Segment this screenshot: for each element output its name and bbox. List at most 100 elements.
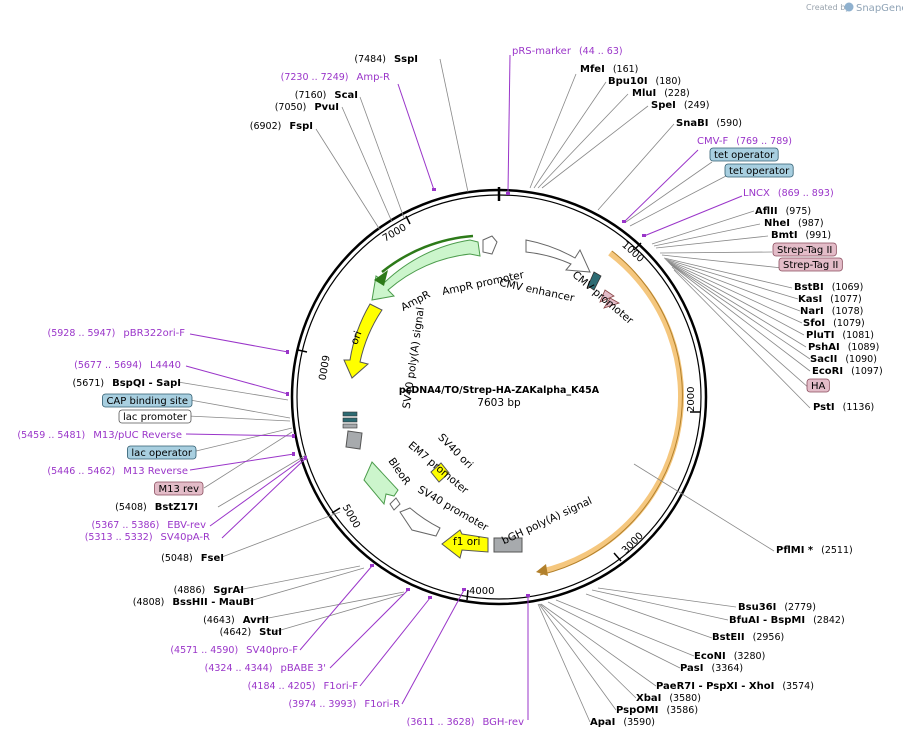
- site-xbai-33[interactable]: XbaI(3580): [636, 693, 701, 704]
- site-apai-35[interactable]: ApaI(3590): [590, 717, 655, 728]
- cmv-promoter-block[interactable]: [587, 271, 602, 291]
- ori-arrow[interactable]: [343, 303, 383, 379]
- site-prs-marker-1[interactable]: pRS-marker(44 .. 63): [512, 46, 623, 57]
- site-m13-puc-reverse-52[interactable]: M13/pUC Reverse(5459 .. 5481): [17, 430, 182, 441]
- site-spei-5[interactable]: SpeI(249): [651, 100, 709, 111]
- site-pasi-31[interactable]: PasI(3364): [680, 663, 743, 674]
- site-snabi-6[interactable]: SnaBI(590): [676, 118, 742, 129]
- site-nhei-12[interactable]: NheI(987): [764, 218, 824, 229]
- site-sv40pa-r-46[interactable]: SV40pA-R(5313 .. 5332): [85, 532, 210, 543]
- sv40-polya-block-2[interactable]: [342, 417, 358, 423]
- em7-promoter-arrow[interactable]: [389, 497, 401, 511]
- site-fspi-58[interactable]: FspI(6902): [250, 121, 313, 132]
- site-lac-promoter-53[interactable]: lac promoter: [118, 409, 192, 424]
- site-position: (4886): [174, 585, 206, 596]
- site-lncx-10[interactable]: LNCX(869 .. 893): [743, 188, 834, 199]
- site-nari-18[interactable]: NarI(1078): [800, 306, 863, 317]
- site-position: (987): [798, 218, 824, 229]
- site-pbr322ori-f-57[interactable]: pBR322ori-F(5928 .. 5947): [48, 328, 186, 339]
- sv40-polya-gray-box[interactable]: [345, 430, 363, 450]
- site-l4440-56[interactable]: L4440(5677 .. 5694): [74, 360, 181, 371]
- site-bgh-rev-36[interactable]: BGH-rev(3611 .. 3628): [407, 717, 524, 728]
- site-m13-reverse-50[interactable]: M13 Reverse(5446 .. 5462): [47, 466, 188, 477]
- site-bsshii-maubi-43[interactable]: BssHII - MauBI(4808): [133, 597, 254, 608]
- strep-tag-arrow-1[interactable]: [599, 289, 615, 303]
- site-tet-operator-9[interactable]: tet operator: [724, 163, 794, 178]
- site-bsu36i-27[interactable]: Bsu36I(2779): [738, 602, 816, 613]
- site-pbabe-3-39[interactable]: pBABE 3'(4324 .. 4344): [205, 663, 326, 674]
- sv40-ori-block[interactable]: [430, 462, 450, 483]
- site-strep-tag-ii-15[interactable]: Strep-Tag II: [778, 257, 843, 272]
- ampr-arrow[interactable]: [371, 239, 481, 301]
- site-bstz17i-48[interactable]: BstZ17I(5408): [115, 502, 198, 513]
- ampr-band-arrowhead: [374, 270, 388, 286]
- site-bsteii-29[interactable]: BstEII(2956): [712, 632, 784, 643]
- site-bmti-13[interactable]: BmtI(991): [771, 230, 831, 241]
- site-kasi-17[interactable]: KasI(1077): [798, 294, 862, 305]
- site-pluti-20[interactable]: PluTI(1081): [806, 330, 874, 341]
- site-name: SgrAI: [213, 585, 244, 596]
- site-position: (4808): [133, 597, 165, 608]
- site-avrii-42[interactable]: AvrII(4643): [203, 615, 269, 626]
- site-position: (769 .. 789): [736, 136, 792, 147]
- site-bfuai-bspmi-28[interactable]: BfuAI - BspMI(2842): [729, 615, 845, 626]
- site-sspi-0[interactable]: SspI(7484): [354, 54, 418, 65]
- site-sv40pro-f-40[interactable]: SV40pro-F(4571 .. 4590): [170, 645, 298, 656]
- site-position: (7230 .. 7249): [281, 72, 349, 83]
- sv40-polya-block-3[interactable]: [342, 423, 358, 429]
- tick-label-5000: 5000: [340, 503, 362, 531]
- site-tet-operator-8[interactable]: tet operator: [709, 147, 779, 162]
- f1-ori-arrow[interactable]: [441, 529, 489, 559]
- site-sacii-22[interactable]: SacII(1090): [810, 354, 877, 365]
- site-stui-41[interactable]: StuI(4642): [220, 627, 282, 638]
- site-aflii-11[interactable]: AflII(975): [755, 206, 811, 217]
- site-name: SV40pro-F: [246, 645, 298, 656]
- site-name: Amp-R: [357, 72, 391, 83]
- site-m13-rev-49[interactable]: M13 rev: [154, 481, 204, 496]
- ampr-promoter-arrow[interactable]: [482, 235, 498, 255]
- site-lac-operator-51[interactable]: lac operator: [127, 445, 197, 460]
- site-pvui-59[interactable]: PvuI(7050): [275, 102, 339, 113]
- site-position: (3974 .. 3993): [288, 699, 356, 710]
- site-name: M13 rev: [159, 484, 200, 495]
- site-strep-tag-ii-14[interactable]: Strep-Tag II: [772, 242, 837, 257]
- site-bpu10i-3[interactable]: Bpu10I(180): [608, 76, 681, 87]
- site-name: M13 Reverse: [123, 466, 188, 477]
- site-name: KasI: [798, 294, 822, 305]
- site-pspomi-34[interactable]: PspOMI(3586): [616, 705, 698, 716]
- site-position: (1097): [851, 366, 883, 377]
- insert-feature-arc[interactable]: [539, 250, 685, 575]
- site-mfei-2[interactable]: MfeI(161): [580, 64, 638, 75]
- site-name: CMV-F: [697, 136, 728, 147]
- site-scai-60[interactable]: ScaI(7160): [295, 90, 358, 101]
- site-pflmi-26[interactable]: PflMI *(2511): [776, 545, 853, 556]
- bgh-polya-block[interactable]: [493, 537, 523, 553]
- site-ecori-23[interactable]: EcoRI(1097): [812, 366, 883, 377]
- site-cap-binding-site-54[interactable]: CAP binding site: [102, 393, 193, 408]
- site-paer7i-pspxi-xhoi-32[interactable]: PaeR7I - PspXI - XhoI(3574): [656, 681, 814, 692]
- site-pshai-21[interactable]: PshAI(1089): [808, 342, 879, 353]
- site-mlui-4[interactable]: MluI(228): [632, 88, 690, 99]
- site-position: (1136): [843, 402, 875, 413]
- site-name: FspI: [289, 121, 313, 132]
- site-position: (228): [664, 88, 690, 99]
- site-f1ori-r-37[interactable]: F1ori-R(3974 .. 3993): [288, 699, 400, 710]
- site-bstbi-16[interactable]: BstBI(1069): [794, 282, 863, 293]
- cmv-enhancer-arrow[interactable]: [525, 239, 591, 273]
- strep-tag-arrow-2[interactable]: [603, 297, 620, 309]
- site-sgrai-44[interactable]: SgrAI (4886): [174, 585, 244, 596]
- site-bspqi-sapi-55[interactable]: BspQI - SapI(5671): [73, 378, 182, 389]
- sv40-promoter-arrow[interactable]: [399, 507, 441, 537]
- site-f1ori-f-38[interactable]: F1ori-F(4184 .. 4205): [248, 681, 359, 692]
- site-ha-24[interactable]: HA: [806, 378, 830, 393]
- sv40-polya-block-1[interactable]: [342, 411, 358, 417]
- site-psti-25[interactable]: PstI(1136): [813, 402, 874, 413]
- site-amp-r-61[interactable]: Amp-R (7230 .. 7249): [281, 72, 390, 83]
- site-ebv-rev-47[interactable]: EBV-rev(5367 .. 5386): [91, 520, 206, 531]
- site-cmv-f-7[interactable]: CMV-F (769 .. 789): [697, 136, 792, 147]
- site-econi-30[interactable]: EcoNI(3280): [694, 651, 765, 662]
- bleor-arrow[interactable]: [363, 461, 399, 506]
- site-fsei-45[interactable]: FseI(5048): [161, 553, 224, 564]
- site-sfoi-19[interactable]: SfoI(1079): [803, 318, 865, 329]
